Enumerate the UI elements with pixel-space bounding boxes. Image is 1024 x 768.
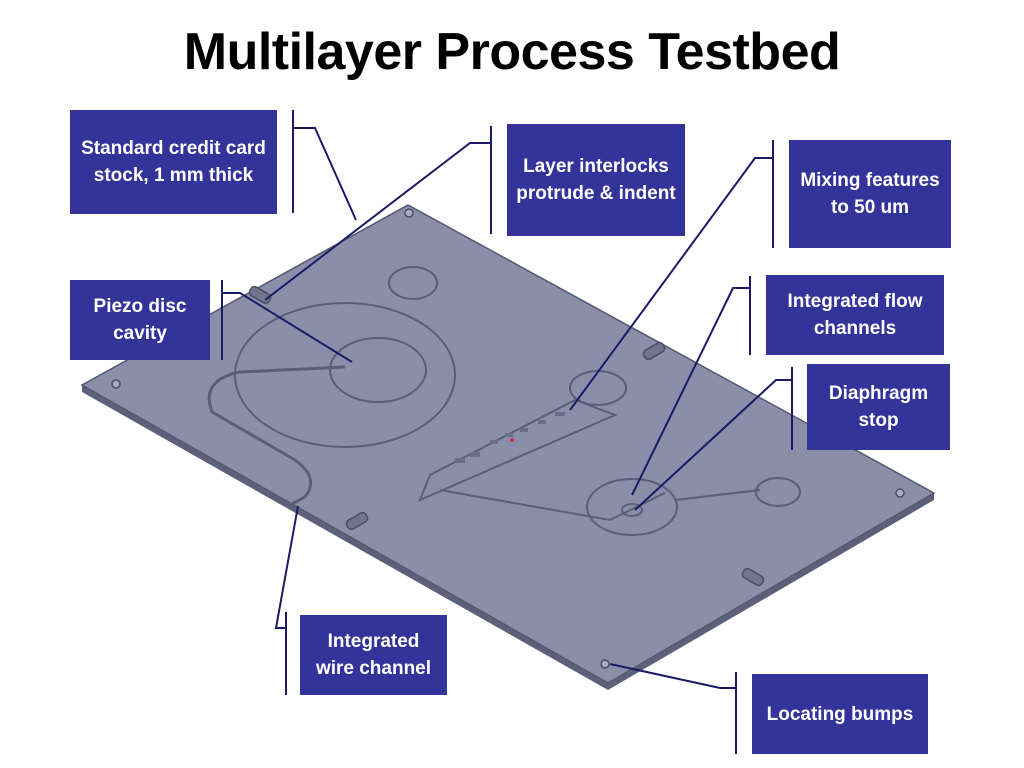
leader-diaphragm [634,367,793,511]
leader-lines [221,110,793,754]
callout-diaphragm: Diaphragm stop [807,364,950,450]
locating-bumps [111,208,905,669]
interlock-slots [248,285,765,587]
leader-piezo [221,280,353,363]
mixing-channel-area [418,398,666,522]
callout-flow-channels: Integrated flow channels [766,275,944,355]
callout-mixing: Mixing features to 50 um [789,140,951,248]
callout-locating: Locating bumps [752,674,928,754]
leader-locating [609,663,737,754]
callout-piezo: Piezo disc cavity [70,280,210,360]
leader-wire [274,505,299,695]
plate-surface [80,204,936,684]
plate-edge [82,385,934,690]
callout-interlocks: Layer interlocks protrude & indent [507,124,685,236]
leader-flow [631,276,751,496]
page-title: Multilayer Process Testbed [183,23,841,81]
leader-interlocks [264,126,492,301]
leader-mixing [569,140,774,411]
mixing-features [455,412,565,463]
leader-card-stock [292,110,357,221]
wire-channel-path [207,365,346,507]
red-marker [510,438,514,442]
diaphragm-region [586,477,801,536]
callout-card-stock: Standard credit card stock, 1 mm thick [70,110,277,214]
callout-wire-channel: Integrated wire channel [300,615,447,695]
